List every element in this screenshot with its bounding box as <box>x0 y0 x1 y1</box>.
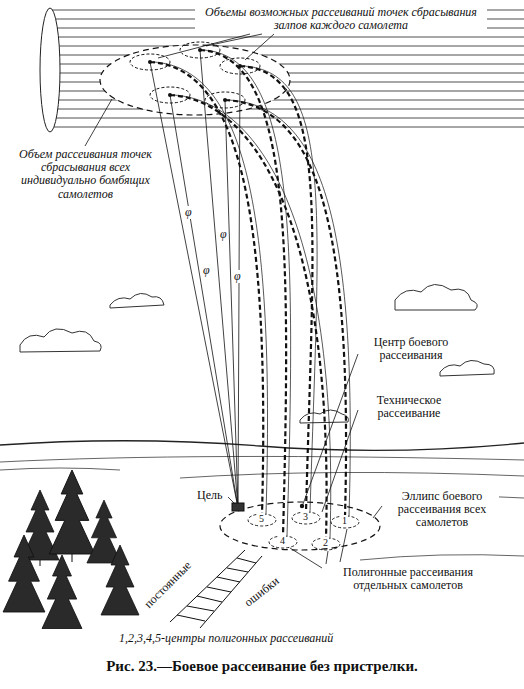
callout-label: Техническое рассеивание <box>362 394 456 420</box>
target-label: Цель <box>196 489 223 502</box>
callout-label: Полигонные рассеивания отдельных самолет… <box>322 566 494 592</box>
callout-number: 4 <box>279 535 286 546</box>
callout-number: 5 <box>258 513 265 524</box>
aircraft-points <box>148 48 242 102</box>
volume-cap <box>40 8 60 132</box>
angle-label: φ <box>219 228 228 241</box>
sight-lines <box>150 50 240 508</box>
target <box>232 503 244 511</box>
note-label: 1,2,3,4,5-центры полигонных рассеиваний <box>118 632 334 645</box>
angle-label: φ <box>233 270 242 283</box>
callout-number: 3 <box>302 511 309 522</box>
leader-lines <box>85 34 382 568</box>
callout-label: Центр боевого рассеивания <box>360 336 462 362</box>
error-label: ошибки <box>241 574 282 610</box>
combat-ellipse <box>220 502 380 550</box>
callout-label: Эллипс боевого рассеивания всех самолето… <box>385 490 499 530</box>
clouds <box>20 284 494 423</box>
callout-number: 2 <box>322 537 329 548</box>
bomb-trajectories <box>150 50 350 538</box>
volume-label: Объем рассеивания точек сбрасывания всех… <box>12 148 159 201</box>
combat-center <box>300 504 304 508</box>
angle-label: φ <box>184 206 193 219</box>
trees <box>3 470 139 629</box>
error-label: постоянные <box>141 558 195 612</box>
callout-number: 1 <box>341 515 348 526</box>
polygon-ellipses <box>248 512 359 550</box>
aircraft-volumes <box>130 42 260 108</box>
volume-label: Объемы возможных рассеиваний точек сбрас… <box>195 6 487 32</box>
figure-caption: Рис. 23.—Боевое рассеивание без пристрел… <box>0 658 524 675</box>
angle-label: φ <box>202 264 211 277</box>
